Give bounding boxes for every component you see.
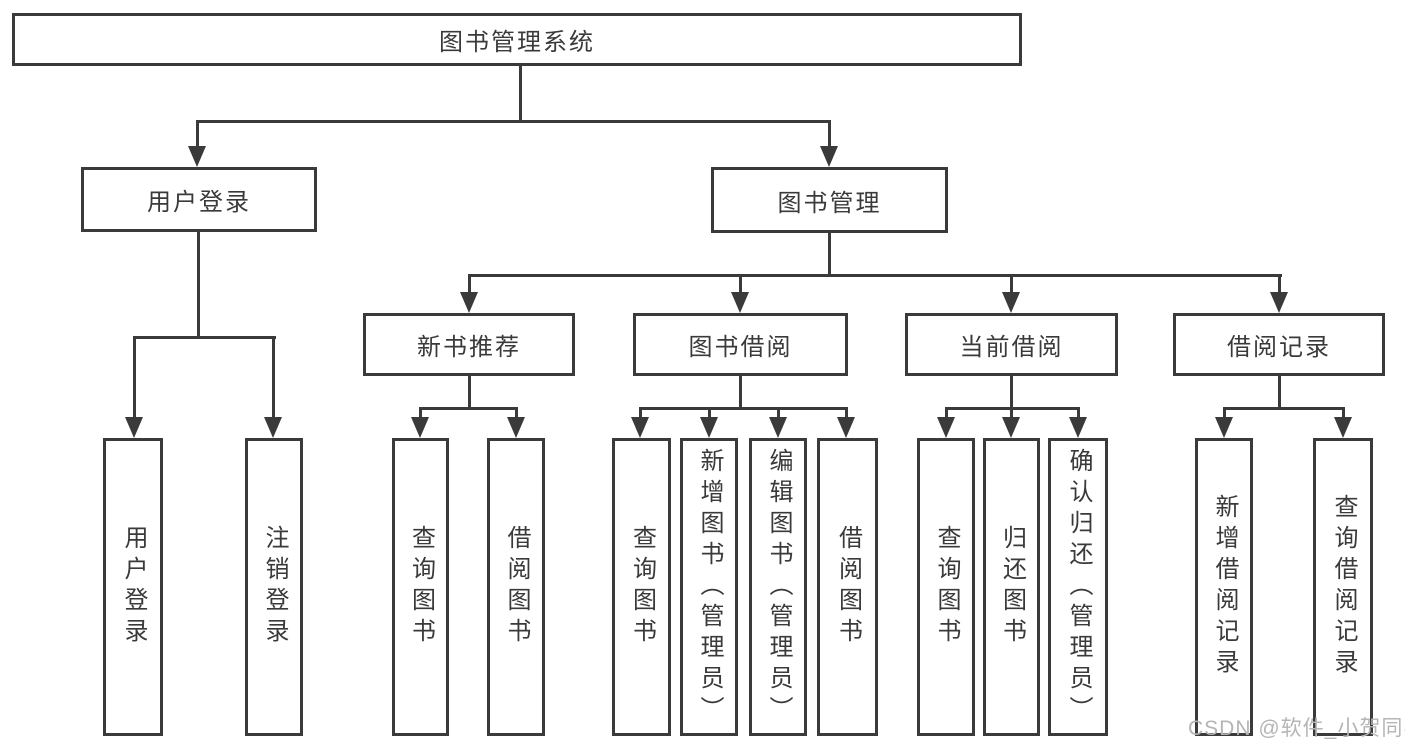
line-v (133, 336, 136, 417)
line-v (1077, 407, 1080, 417)
line-v (1010, 274, 1013, 292)
leaf-return-books-label: 归还图书 (998, 525, 1026, 649)
watermark: CSDN @软件_小贺同学 (1188, 717, 1405, 740)
line-v (197, 232, 200, 336)
line-v (777, 407, 780, 417)
line-v (1278, 376, 1281, 407)
node-current-borrowing: 当前借阅 (905, 313, 1118, 376)
arrowhead-icon (411, 417, 429, 438)
line-v (1278, 274, 1281, 292)
leaf-query-books-borrowing: 查询图书 (612, 438, 671, 736)
line-v (1223, 407, 1226, 417)
node-borrowing-records: 借阅记录 (1173, 313, 1385, 376)
arrowhead-icon (264, 417, 282, 438)
leaf-query-borrow-record: 查询借阅记录 (1313, 438, 1373, 736)
node-book-borrowing: 图书借阅 (633, 313, 848, 376)
line-v (1342, 407, 1345, 417)
node-user-login-label: 用户登录 (147, 189, 251, 216)
line-v (945, 407, 948, 417)
leaf-add-books-admin: 新增图书（管理员） (680, 438, 738, 736)
line-v (739, 376, 742, 407)
leaf-add-borrow-record-label: 新增借阅记录 (1211, 494, 1238, 680)
line-v (1010, 376, 1013, 407)
line-v (828, 233, 831, 274)
line-h (197, 120, 831, 123)
line-v (468, 376, 471, 407)
line-v (1010, 407, 1013, 417)
line-v (519, 66, 522, 120)
arrowhead-icon (769, 417, 787, 438)
leaf-user-login: 用户登录 (103, 438, 163, 736)
arrowhead-icon (125, 417, 143, 438)
node-current-borrowing-label: 当前借阅 (959, 334, 1064, 361)
line-v (845, 407, 848, 417)
line-h (133, 336, 276, 339)
line-h (1223, 407, 1345, 410)
leaf-confirm-return-admin-label: 确认归还（管理员） (1065, 447, 1092, 727)
line-v (419, 407, 422, 417)
leaf-borrow-books-label: 借阅图书 (834, 525, 862, 649)
leaf-logout-label: 注销登录 (261, 525, 288, 649)
arrowhead-icon (1270, 292, 1288, 313)
line-v (708, 407, 711, 417)
line-v (468, 274, 471, 292)
leaf-user-login-label: 用户登录 (120, 525, 147, 649)
leaf-add-borrow-record: 新增借阅记录 (1195, 438, 1253, 736)
line-v (828, 120, 831, 146)
leaf-query-books-recommend: 查询图书 (392, 438, 449, 736)
node-new-book-recommendation-label: 新书推荐 (417, 334, 521, 361)
line-v (639, 407, 642, 417)
arrowhead-icon (837, 417, 855, 438)
line-h (639, 407, 848, 410)
leaf-query-books-borrowing-label: 查询图书 (628, 525, 656, 649)
leaf-edit-books-admin-label: 编辑图书（管理员） (765, 447, 792, 727)
arrowhead-icon (1069, 417, 1087, 438)
leaf-logout: 注销登录 (245, 438, 303, 736)
arrowhead-icon (188, 146, 206, 167)
line-v (196, 120, 199, 146)
leaf-query-books-current-label: 查询图书 (933, 525, 960, 649)
arrowhead-icon (631, 417, 649, 438)
node-root-label: 图书管理系统 (439, 29, 595, 56)
arrowhead-icon (700, 417, 718, 438)
line-v (515, 407, 518, 417)
arrowhead-icon (1334, 417, 1352, 438)
line-v (272, 336, 275, 417)
arrowhead-icon (820, 146, 838, 167)
node-book-management-label: 图书管理 (777, 189, 882, 217)
leaf-edit-books-admin: 编辑图书（管理员） (749, 438, 807, 736)
arrowhead-icon (1215, 417, 1233, 438)
node-borrowing-records-label: 借阅记录 (1227, 334, 1331, 361)
leaf-borrow-books: 借阅图书 (817, 438, 878, 736)
leaf-query-books-current: 查询图书 (917, 438, 975, 736)
leaf-confirm-return-admin: 确认归还（管理员） (1048, 438, 1108, 736)
line-h (419, 407, 518, 410)
leaf-borrow-books-recommend: 借阅图书 (487, 438, 545, 736)
arrowhead-icon (507, 417, 525, 438)
arrowhead-icon (460, 292, 478, 313)
arrowhead-icon (1002, 417, 1020, 438)
node-book-management: 图书管理 (711, 167, 948, 233)
leaf-borrow-books-recommend-label: 借阅图书 (503, 525, 530, 649)
node-root: 图书管理系统 (12, 13, 1022, 66)
node-book-borrowing-label: 图书借阅 (688, 334, 793, 361)
arrowhead-icon (937, 417, 955, 438)
node-new-book-recommendation: 新书推荐 (363, 313, 575, 376)
line-h (468, 274, 1282, 277)
arrowhead-icon (1002, 292, 1020, 313)
leaf-query-borrow-record-label: 查询借阅记录 (1330, 494, 1357, 680)
leaf-return-books: 归还图书 (983, 438, 1040, 736)
line-v (739, 274, 742, 292)
arrowhead-icon (731, 292, 749, 313)
leaf-add-books-admin-label: 新增图书（管理员） (696, 447, 723, 727)
leaf-query-books-recommend-label: 查询图书 (407, 525, 435, 649)
node-user-login: 用户登录 (81, 167, 317, 232)
